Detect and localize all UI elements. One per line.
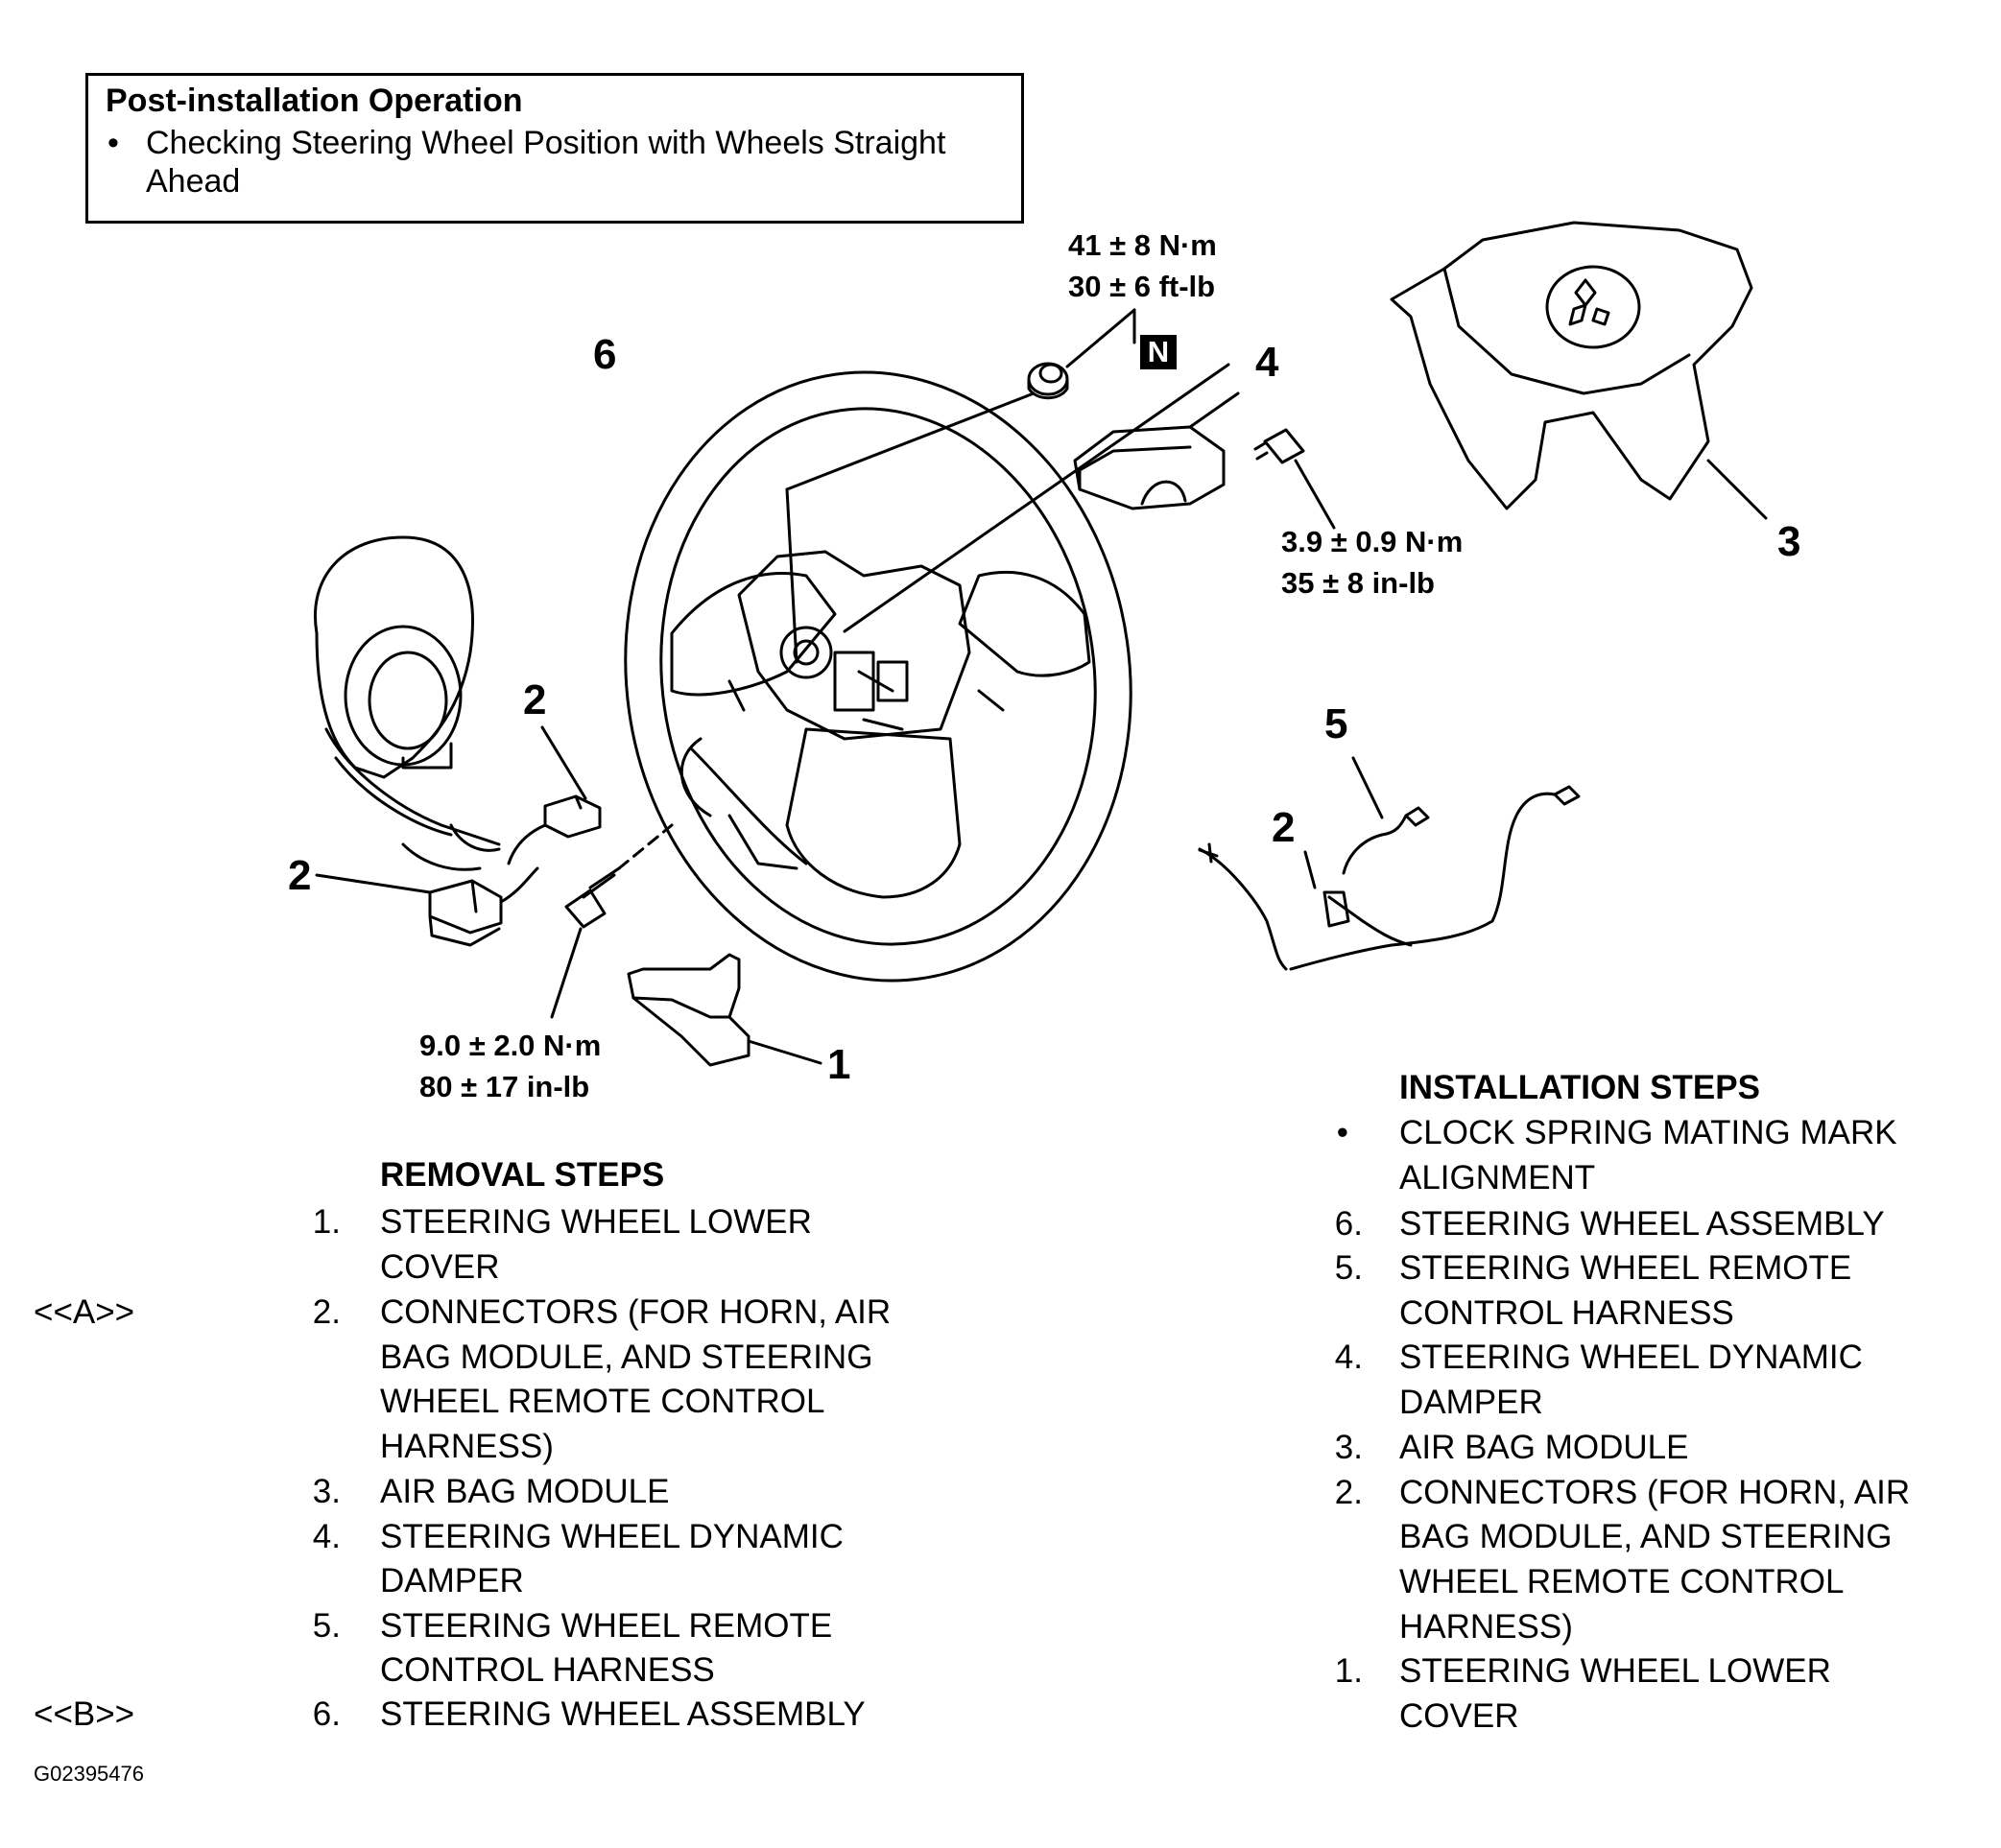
callout-lower-cover: 1 bbox=[827, 1041, 851, 1088]
removal-step-4-line2: DAMPER bbox=[380, 1562, 524, 1599]
installation-step-1-number: 1. bbox=[1334, 1652, 1363, 1690]
installation-step-5-line1: STEERING WHEEL REMOTE bbox=[1399, 1249, 1852, 1287]
callout-dynamic-damper: 4 bbox=[1255, 339, 1279, 386]
installation-step-bullet: • bbox=[1336, 1114, 1348, 1151]
callout-connector-right: 2 bbox=[1272, 804, 1296, 851]
figure-id: G02395476 bbox=[34, 1762, 144, 1786]
new-part-badge: N bbox=[1140, 335, 1177, 369]
post-installation-box bbox=[85, 73, 1024, 224]
air-bag-module bbox=[1390, 221, 1768, 520]
installation-step-6-line1: STEERING WHEEL ASSEMBLY bbox=[1399, 1205, 1885, 1243]
callout-connector-upper: 2 bbox=[523, 676, 547, 723]
removal-step-3-line1: AIR BAG MODULE bbox=[380, 1473, 670, 1510]
post-installation-item-line1: Checking Steering Wheel Position with Wh… bbox=[146, 125, 946, 161]
installation-steps-heading: INSTALLATION STEPS bbox=[1399, 1069, 1760, 1106]
removal-step-5-number: 5. bbox=[312, 1607, 341, 1645]
installation-step-3-number: 3. bbox=[1334, 1429, 1363, 1466]
installation-step-5-number: 5. bbox=[1334, 1249, 1363, 1287]
installation-step-1-line1: STEERING WHEEL LOWER bbox=[1399, 1652, 1831, 1690]
post-installation-item-line2: Ahead bbox=[146, 163, 241, 200]
cover-bolt bbox=[550, 823, 674, 1019]
installation-step-2-line1: CONNECTORS (FOR HORN, AIR bbox=[1399, 1474, 1911, 1511]
callout-steering-wheel: 6 bbox=[593, 331, 617, 378]
removal-step-6-line1: STEERING WHEEL ASSEMBLY bbox=[380, 1695, 866, 1733]
steering-wheel-assembly bbox=[624, 370, 1132, 983]
damper-bolt-torque-nm: 3.9 ± 0.9 N·m bbox=[1281, 525, 1464, 558]
callout-remote-harness: 5 bbox=[1324, 700, 1348, 747]
removal-step-4-number: 4. bbox=[312, 1518, 341, 1555]
installation-step-5-line2: CONTROL HARNESS bbox=[1399, 1294, 1734, 1332]
removal-step-2-number: 2. bbox=[312, 1293, 341, 1331]
installation-step-2-number: 2. bbox=[1334, 1474, 1363, 1511]
nut-torque-nm: 41 ± 8 N·m bbox=[1068, 228, 1217, 262]
installation-step-4-line1: STEERING WHEEL DYNAMIC bbox=[1399, 1339, 1863, 1376]
post-installation-bullet: • bbox=[107, 125, 119, 161]
removal-step-4-line1: STEERING WHEEL DYNAMIC bbox=[380, 1518, 844, 1555]
removal-step-3-number: 3. bbox=[312, 1473, 341, 1510]
installation-step-2-line2: BAG MODULE, AND STEERING bbox=[1399, 1518, 1893, 1555]
damper-bolt bbox=[1253, 428, 1336, 530]
removal-step-2-line3: WHEEL REMOTE CONTROL bbox=[380, 1383, 825, 1420]
dynamic-damper bbox=[843, 363, 1240, 633]
removal-step-1-line2: COVER bbox=[380, 1248, 500, 1286]
installation-step-bullet-line2: ALIGNMENT bbox=[1399, 1159, 1596, 1196]
removal-step-1-number: 1. bbox=[312, 1203, 341, 1241]
installation-step-bullet-line1: CLOCK SPRING MATING MARK bbox=[1399, 1114, 1897, 1151]
removal-step-1-line1: STEERING WHEEL LOWER bbox=[380, 1203, 812, 1241]
installation-step-4-number: 4. bbox=[1334, 1339, 1363, 1376]
nut-torque-ftlb: 30 ± 6 ft-lb bbox=[1068, 270, 1216, 303]
lower-cover bbox=[627, 953, 822, 1067]
installation-step-3-line1: AIR BAG MODULE bbox=[1399, 1429, 1689, 1466]
removal-marker-b: <<B>> bbox=[34, 1695, 135, 1733]
installation-step-4-line2: DAMPER bbox=[1399, 1384, 1543, 1421]
removal-step-2-line1: CONNECTORS (FOR HORN, AIR bbox=[380, 1293, 892, 1331]
cover-bolt-torque-nm: 9.0 ± 2.0 N·m bbox=[419, 1029, 602, 1062]
connector-upper bbox=[507, 725, 602, 865]
steering-wheel-nut bbox=[785, 308, 1136, 664]
installation-step-2-line4: HARNESS) bbox=[1399, 1608, 1573, 1646]
callout-air-bag-module: 3 bbox=[1777, 518, 1801, 565]
installation-step-2-line3: WHEEL REMOTE CONTROL bbox=[1399, 1563, 1845, 1600]
removal-step-6-number: 6. bbox=[312, 1695, 341, 1733]
damper-bolt-torque-inlb: 35 ± 8 in-lb bbox=[1281, 566, 1435, 600]
connector-left bbox=[315, 866, 539, 947]
callout-connector-left: 2 bbox=[288, 852, 312, 899]
removal-steps-heading: REMOVAL STEPS bbox=[380, 1156, 665, 1194]
removal-step-5-line2: CONTROL HARNESS bbox=[380, 1651, 715, 1689]
removal-step-5-line1: STEERING WHEEL REMOTE bbox=[380, 1607, 833, 1645]
removal-step-2-line2: BAG MODULE, AND STEERING bbox=[380, 1339, 873, 1376]
remote-control-harness bbox=[1198, 756, 1581, 971]
installation-step-6-number: 6. bbox=[1334, 1205, 1363, 1243]
removal-step-2-line4: HARNESS) bbox=[380, 1428, 554, 1465]
post-installation-title: Post-installation Operation bbox=[106, 83, 523, 119]
cover-bolt-torque-inlb: 80 ± 17 in-lb bbox=[419, 1070, 590, 1103]
installation-step-1-line2: COVER bbox=[1399, 1697, 1519, 1735]
clock-spring bbox=[314, 535, 501, 871]
removal-marker-a: <<A>> bbox=[34, 1293, 135, 1331]
